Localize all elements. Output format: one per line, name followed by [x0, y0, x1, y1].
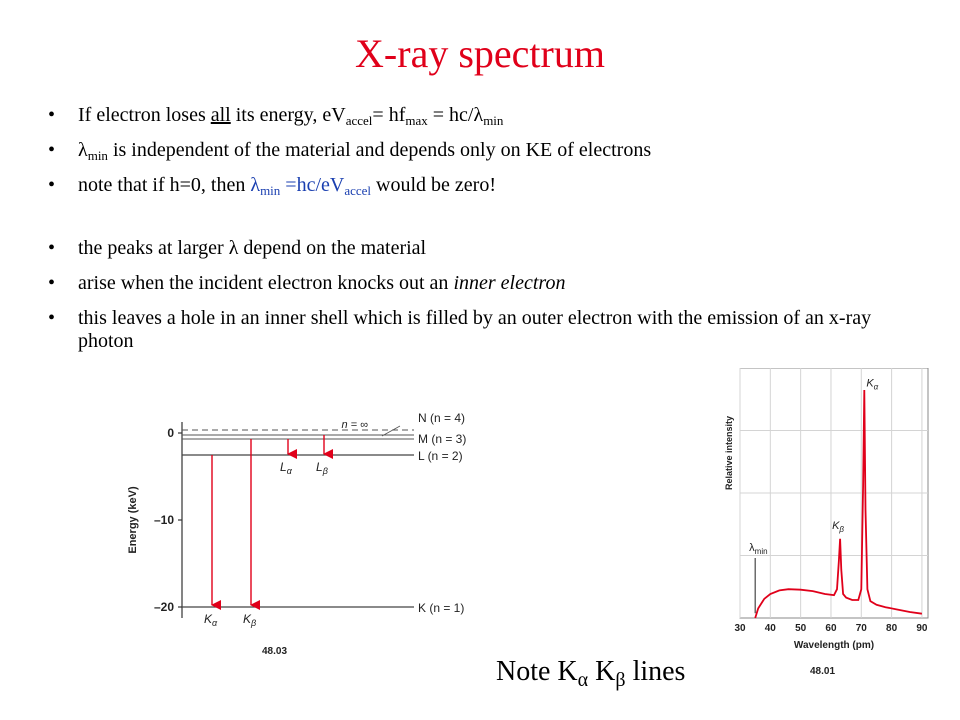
- bullet-hole: this leaves a hole in an inner shell whi…: [48, 307, 898, 353]
- annotation-k-alpha: Kα: [866, 377, 878, 391]
- label-l-alpha: Lα: [280, 460, 293, 476]
- bullet-h-zero: note that if h=0, then λmin =hc/eVaccel …: [48, 174, 898, 197]
- bullet-lambda-min: λmin is independent of the material and …: [48, 139, 898, 162]
- tick-label-minus20: –20: [154, 600, 174, 614]
- bullet-peaks: the peaks at larger λ depend on the mate…: [48, 237, 898, 260]
- tick-label-minus10: –10: [154, 513, 174, 527]
- level-infinity-label: n = ∞: [342, 419, 369, 431]
- level-n1-label: K (n = 1): [418, 601, 464, 615]
- x-tick-label-50: 50: [795, 623, 807, 634]
- level-leader: [381, 425, 401, 437]
- x-tick-label-40: 40: [765, 623, 777, 634]
- annotation-k-beta: Kβ: [832, 520, 844, 534]
- label-l-beta: Lβ: [316, 460, 328, 476]
- energy-level-diagram: 0 –10 –20 Energy (keV) n = ∞ N (n = 4) M…: [127, 411, 466, 657]
- xray-spectrum-chart: 30 40 50 60 70 80 90 Wavelength (pm) Relative …: [724, 368, 929, 677]
- label-k-beta: Kβ: [243, 612, 256, 628]
- figure-number-energy: 48.03: [262, 646, 287, 657]
- note-k-lines: Note Kα Kβ lines: [496, 656, 686, 691]
- level-n3-label: M (n = 3): [418, 432, 466, 446]
- x-tick-label-60: 60: [825, 623, 837, 634]
- page-title: X-ray spectrum: [355, 31, 605, 76]
- bullet-energy-loss: If electron loses all its energy, eVacce…: [48, 104, 898, 127]
- bullet-inner-electron: arise when the incident electron knocks …: [48, 272, 898, 295]
- level-n2-label: L (n = 2): [418, 449, 463, 463]
- x-tick-label-70: 70: [856, 623, 868, 634]
- label-k-alpha: Kα: [204, 612, 218, 628]
- energy-axis-label: Energy (keV): [127, 486, 139, 554]
- tick-label-0: 0: [167, 426, 174, 440]
- figure-number-spectrum: 48.01: [810, 666, 835, 677]
- bullet-list: If electron loses all its energy, eVacce…: [48, 104, 898, 353]
- annotation-lambda-min: λmin: [749, 542, 767, 556]
- x-tick-label-30: 30: [734, 623, 746, 634]
- x-tick-label-80: 80: [886, 623, 898, 634]
- chart-series-line: [754, 389, 923, 619]
- level-n4-label: N (n = 4): [418, 411, 465, 425]
- chart-y-axis-label: Relative intensity: [724, 416, 734, 490]
- x-tick-label-90: 90: [916, 623, 928, 634]
- chart-grid: [739, 368, 928, 618]
- chart-x-axis-label: Wavelength (pm): [794, 640, 874, 651]
- chart-x-ticks: 30 40 50 60 70 80 90: [734, 623, 927, 634]
